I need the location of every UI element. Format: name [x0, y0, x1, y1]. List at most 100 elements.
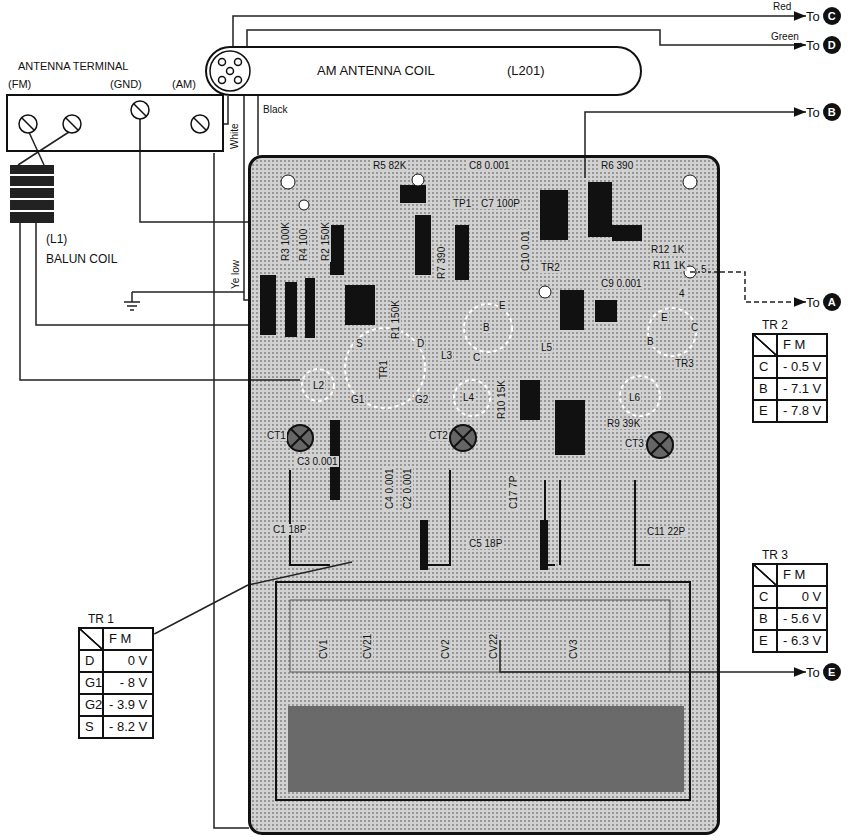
table-cell: - 7.1 V: [777, 378, 827, 400]
part-label: R7 390: [436, 246, 447, 280]
part-label: CV2: [440, 639, 451, 660]
part-label: B: [482, 322, 491, 333]
wire-connector: [585, 112, 806, 155]
wire-connector: [720, 272, 806, 302]
part-label: B: [646, 336, 655, 347]
wire-color-label: Red: [772, 1, 792, 13]
part-label: C3 0.001: [296, 456, 339, 467]
part-label: C9 0.001: [600, 278, 643, 289]
part-label: R3 100K: [280, 221, 291, 262]
part-label: 4: [678, 288, 686, 299]
part-label: CT3: [624, 438, 645, 449]
table-cell: B: [753, 378, 777, 400]
to-label: To: [806, 105, 820, 120]
table-heading: TR 1: [78, 612, 154, 627]
terminal-block: [6, 94, 224, 152]
table-cell: S: [79, 716, 103, 738]
value-table: F MC- 0.5 VB- 7.1 VE- 7.8 V: [752, 333, 828, 423]
to-label: To: [806, 665, 820, 680]
wire-connector: [247, 30, 806, 46]
part-label: R1 150K: [390, 299, 401, 340]
antenna-terminal: ANTENNA TERMINAL(FM)(GND)(AM): [6, 60, 224, 152]
wire-color-label: Ye low: [230, 259, 242, 290]
trimmer-symbols: [287, 425, 673, 458]
wire-connector: [233, 16, 806, 46]
corner-cell: [79, 628, 103, 650]
part-label: E: [660, 312, 669, 323]
part-label: L6: [628, 392, 641, 403]
value-table: F MC0 VB- 5.6 VE- 6.3 V: [752, 563, 828, 653]
table-cell: B: [753, 608, 777, 630]
part-label: G1: [350, 394, 365, 405]
connector-target: ToE: [806, 663, 841, 681]
terminal-screws: [19, 101, 209, 152]
part-label: C2 0.001: [402, 467, 413, 510]
wire-connector: [720, 671, 806, 673]
circled-letter: E: [823, 663, 841, 681]
wire-color-label: White: [229, 122, 241, 150]
part-label: G2: [414, 394, 429, 405]
circuit-board: R5 82KC8 0.001R6 39054R3 100KR4 100R2 15…: [248, 155, 720, 835]
part-label: R10 15K: [496, 379, 507, 420]
part-label: C: [472, 352, 481, 363]
part-label: R12 1K: [650, 244, 685, 255]
part-label: R5 82K: [372, 160, 407, 171]
part-label: CV22: [488, 633, 499, 660]
part-label: C5 18P: [468, 538, 503, 549]
part-label: C10 0.01: [520, 229, 531, 272]
table-cell: 0 V: [103, 650, 153, 672]
table-heading: TR 3: [752, 548, 828, 563]
coil-end: [210, 51, 250, 91]
connector-target: ToD: [806, 36, 841, 54]
part-label: CT1: [266, 430, 287, 441]
part-label: C8 0.001: [468, 160, 511, 171]
table-cell: - 3.9 V: [103, 694, 153, 716]
corner-cell: [753, 334, 777, 356]
circled-letter: B: [823, 103, 841, 121]
connector-target: ToB: [806, 103, 841, 121]
part-label: D: [416, 338, 425, 349]
table-cell: D: [79, 650, 103, 672]
part-label: CV21: [362, 633, 373, 660]
to-label: To: [806, 9, 820, 24]
table-cell: C: [753, 586, 777, 608]
part-label: L2: [312, 380, 325, 391]
part-label: R9 39K: [606, 418, 641, 429]
part-label: TP1: [452, 198, 472, 209]
table-cell: - 5.6 V: [777, 608, 827, 630]
table-cell: C: [753, 356, 777, 378]
table-cell: F M: [777, 334, 827, 356]
pcb-traces: [290, 470, 650, 565]
table-cell: E: [753, 630, 777, 652]
part-label: L5: [540, 342, 553, 353]
terminal-label: (GND): [110, 78, 142, 91]
part-label: L3: [440, 350, 453, 361]
part-label: L4: [462, 392, 475, 403]
part-label: R11 1K: [652, 260, 687, 271]
balun-coil: [10, 165, 54, 223]
part-label: C11 22P: [646, 526, 686, 537]
table-cell: E: [753, 400, 777, 422]
wire-connector: [154, 585, 248, 634]
part-label: C: [690, 322, 699, 333]
coil-label: AM ANTENNA COIL: [317, 63, 435, 79]
layout-wires: [18, 130, 719, 828]
table-cell: F M: [103, 628, 153, 650]
part-label: CT2: [428, 430, 449, 441]
voltage-table: TR 2F MC- 0.5 VB- 7.1 VE- 7.8 V: [752, 318, 828, 423]
wire-connector: [257, 96, 259, 155]
wire-color-label: Green: [770, 31, 800, 43]
table-heading: TR 2: [752, 318, 828, 333]
corner-cell: [753, 564, 777, 586]
part-label: C4 0.001: [384, 467, 395, 510]
capacitor-label-plate: [288, 706, 684, 792]
circled-letter: C: [823, 7, 841, 25]
part-label: R6 390: [600, 160, 634, 171]
part-label: C17 7P: [508, 475, 519, 510]
terminal-heading: ANTENNA TERMINAL: [18, 60, 128, 73]
table-cell: G1: [79, 672, 103, 694]
table-cell: - 7.8 V: [777, 400, 827, 422]
antenna-coil: AM ANTENNA COIL(L201): [205, 46, 642, 96]
part-label: C7 100P: [480, 198, 521, 209]
part-label: TR1: [378, 359, 389, 380]
